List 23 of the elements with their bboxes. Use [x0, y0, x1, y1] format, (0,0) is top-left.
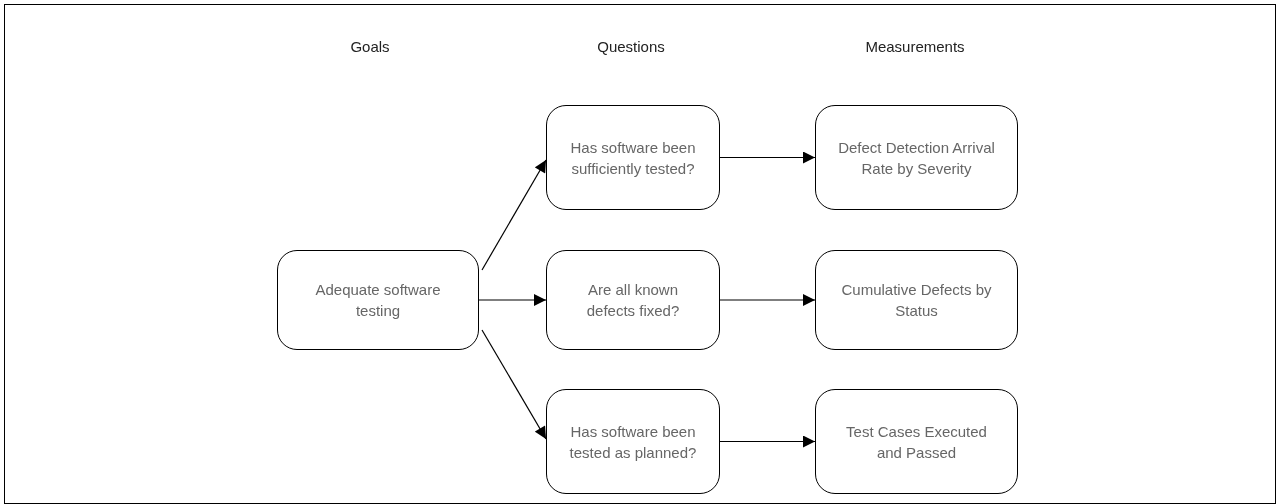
box-text: Adequate software testing [314, 280, 442, 321]
box-text: Has software been tested as planned? [568, 421, 698, 463]
box-text: Defect Detection Arrival Rate by Severity [837, 137, 996, 179]
arrow [719, 294, 816, 306]
arrow [719, 435, 816, 448]
rounded-box [815, 389, 1018, 494]
arrow [481, 159, 547, 271]
rounded-box [546, 105, 720, 210]
box-text: Test Cases Executed and Passed [845, 421, 988, 463]
rounded-box [815, 105, 1018, 210]
column-heading: Measurements [865, 38, 965, 55]
arrow [478, 294, 547, 306]
box-text: Are all known defects fixed? [585, 280, 681, 321]
column-heading: Goals [350, 38, 390, 55]
rounded-box [546, 250, 720, 350]
arrow [719, 151, 816, 164]
box-text: Has software been sufficiently tested? [569, 137, 697, 179]
rounded-box [815, 250, 1018, 350]
column-heading: Questions [597, 38, 665, 55]
box-text: Cumulative Defects by Status [840, 280, 993, 321]
rounded-box [277, 250, 479, 350]
arrow [481, 329, 547, 440]
rounded-box [546, 389, 720, 494]
